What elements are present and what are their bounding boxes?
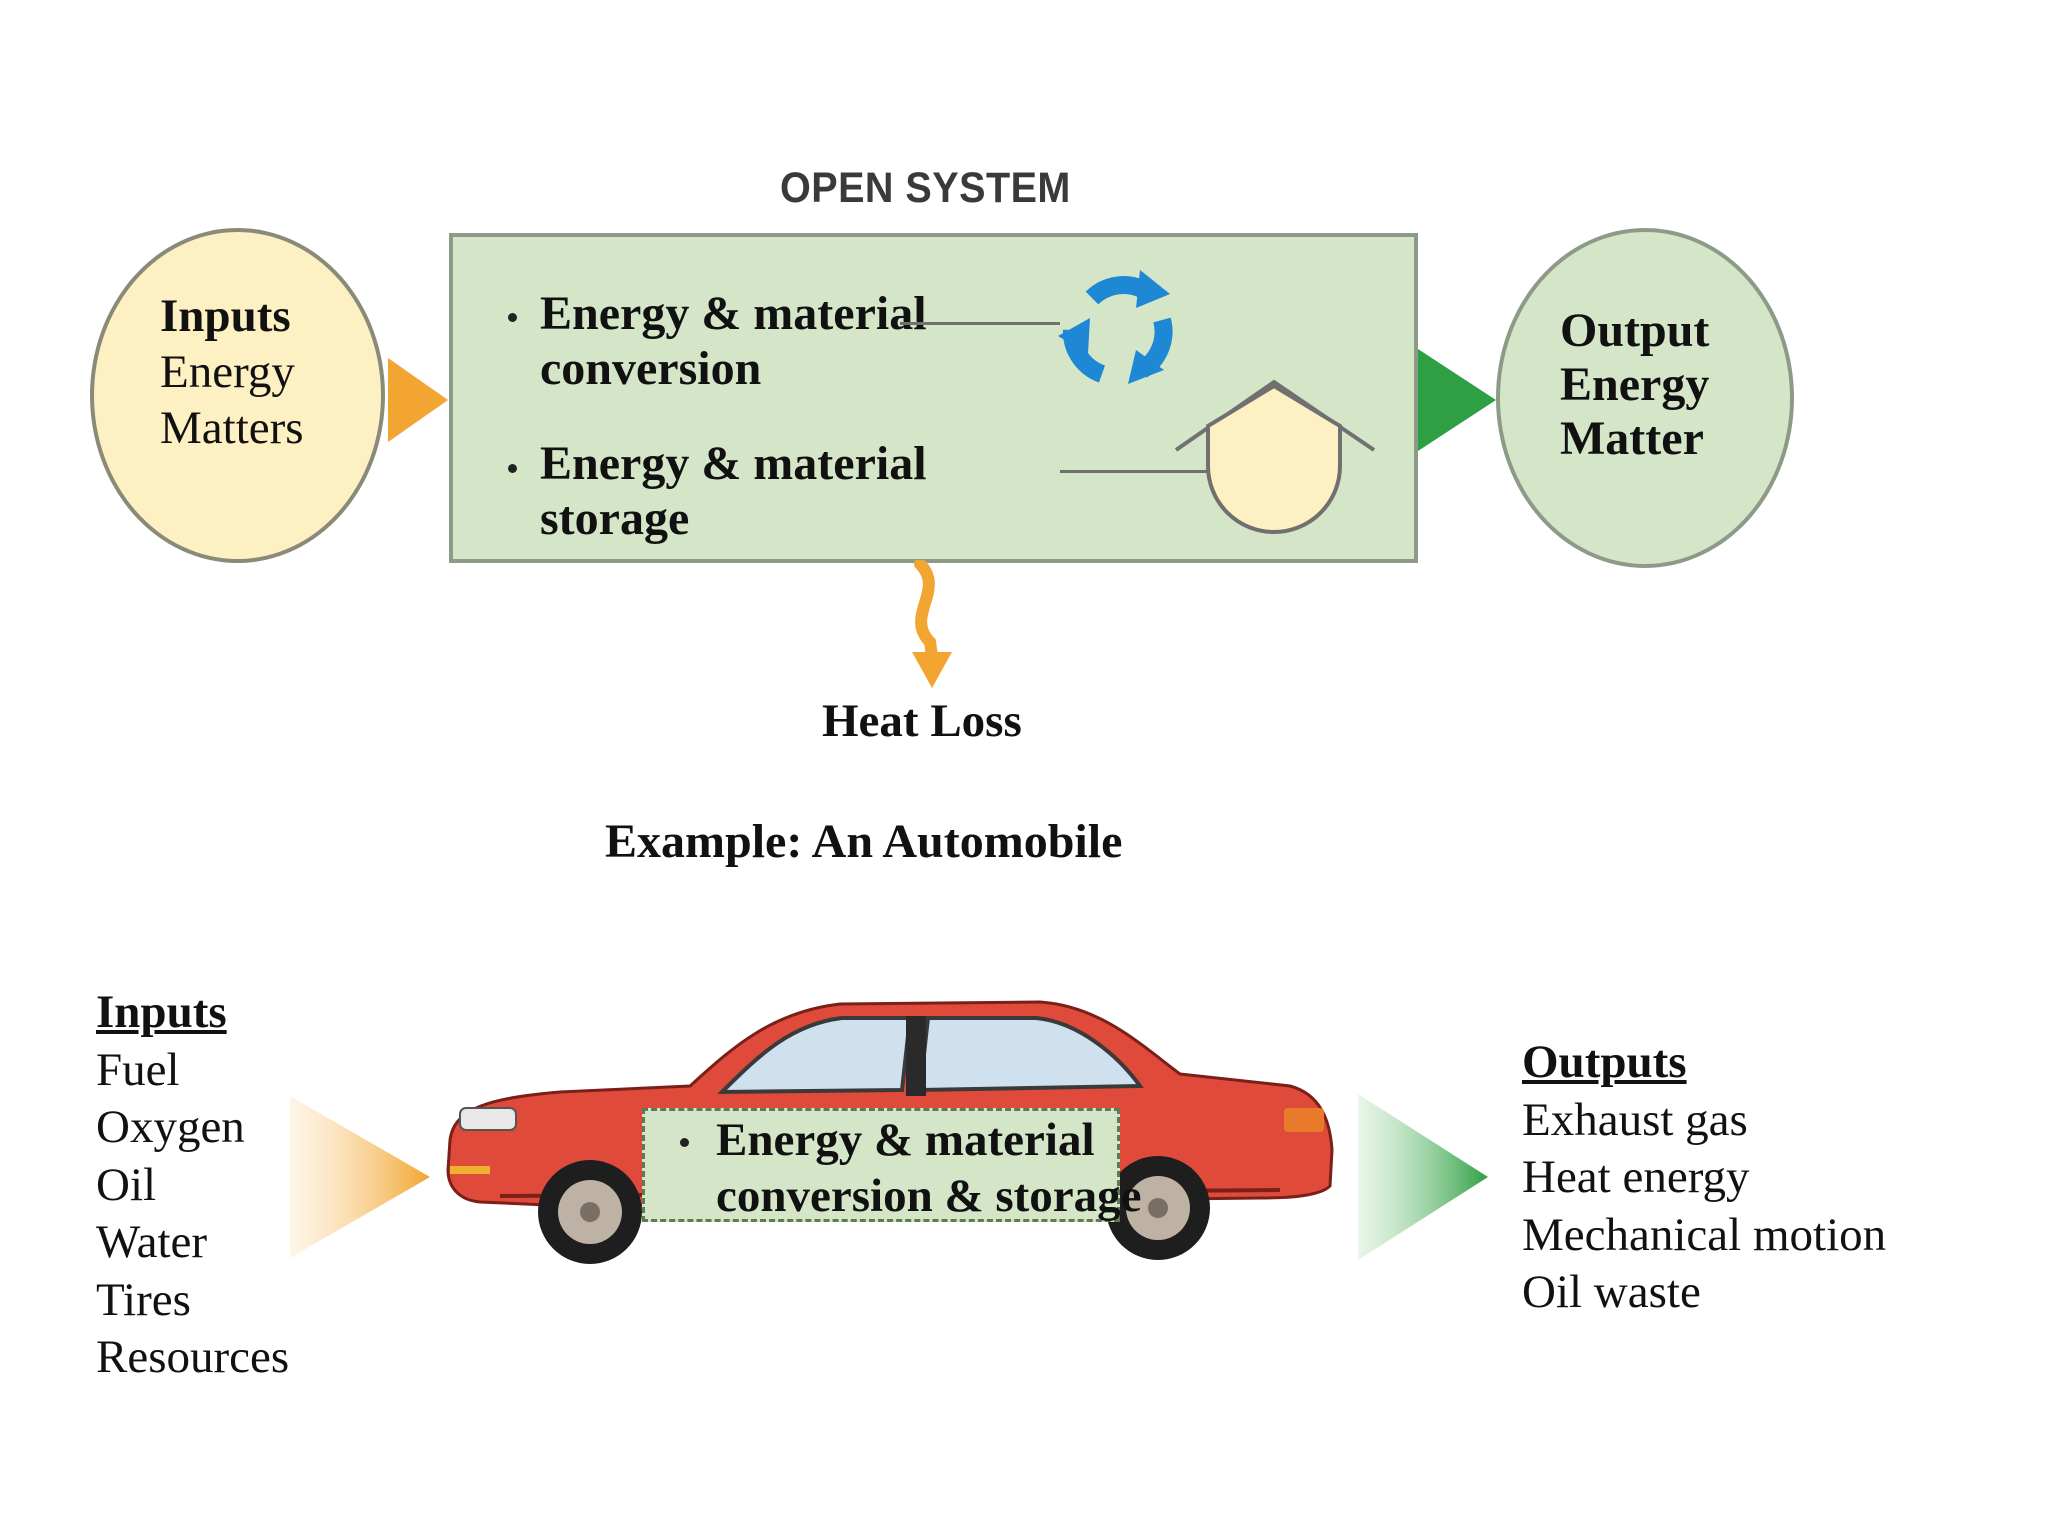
output-heading: Output [1560,304,1710,357]
car-outputs-heading: Outputs [1522,1036,1687,1088]
conversion-label: Energy & material conversion [540,286,927,396]
car-inputs-list: Inputs Fuel Oxygen Oil Water Tires Resou… [96,984,289,1387]
list-item: Oil [96,1158,157,1211]
list-item: Water [96,1216,208,1268]
inputs-matters: Matters [160,402,304,454]
output-energy: Energy [1560,358,1710,411]
output-arrow-icon [1358,1094,1488,1260]
list-item: Mechanical motion [1522,1208,1887,1261]
inputs-heading: Inputs [160,290,291,342]
input-arrow-icon [388,358,448,442]
bullet-icon [508,313,517,322]
heat-loss-label: Heat Loss [822,695,1022,747]
outputs-label: Output Energy Matter [1560,304,1709,466]
recycle-icon [1058,270,1173,384]
connector-line [900,322,1060,325]
output-arrow-icon [1418,349,1496,451]
bullet-icon [680,1138,689,1147]
car-panel-label: Energy & material conversion & storage [716,1112,1142,1224]
car-panel-line2: conversion & storage [716,1170,1142,1222]
example-title: Example: An Automobile [605,815,1123,868]
list-item: Oxygen [96,1101,245,1153]
outputs-circle [1496,228,1794,568]
car-outputs-list: Outputs Exhaust gas Heat energy Mechanic… [1522,1034,1886,1322]
storage-line1: Energy & material [540,437,927,490]
list-item: Heat energy [1522,1151,1750,1203]
conversion-line2: conversion [540,342,762,395]
storage-label: Energy & material storage [540,436,927,546]
conversion-line1: Energy & material [540,287,927,340]
storage-line2: storage [540,492,690,545]
list-item: Oil waste [1522,1266,1701,1318]
open-system-title: OPEN SYSTEM [780,164,1071,212]
output-matter: Matter [1560,412,1704,465]
list-item: Resources [96,1331,290,1383]
inputs-label: Inputs Energy Matters [160,288,304,456]
car-panel-line1: Energy & material [716,1114,1095,1166]
list-item: Tires [96,1273,191,1326]
inputs-energy: Energy [160,346,295,398]
input-arrow-icon [290,1096,430,1258]
list-item: Fuel [96,1043,180,1096]
connector-line [1060,470,1210,473]
car-conversion-panel [642,1108,1120,1222]
heat-loss-arrow-icon [912,560,952,688]
storage-house-icon [1174,379,1376,534]
bullet-icon [508,464,517,473]
list-item: Exhaust gas [1522,1093,1748,1146]
inputs-circle [90,228,385,563]
car-inputs-heading: Inputs [96,986,227,1038]
